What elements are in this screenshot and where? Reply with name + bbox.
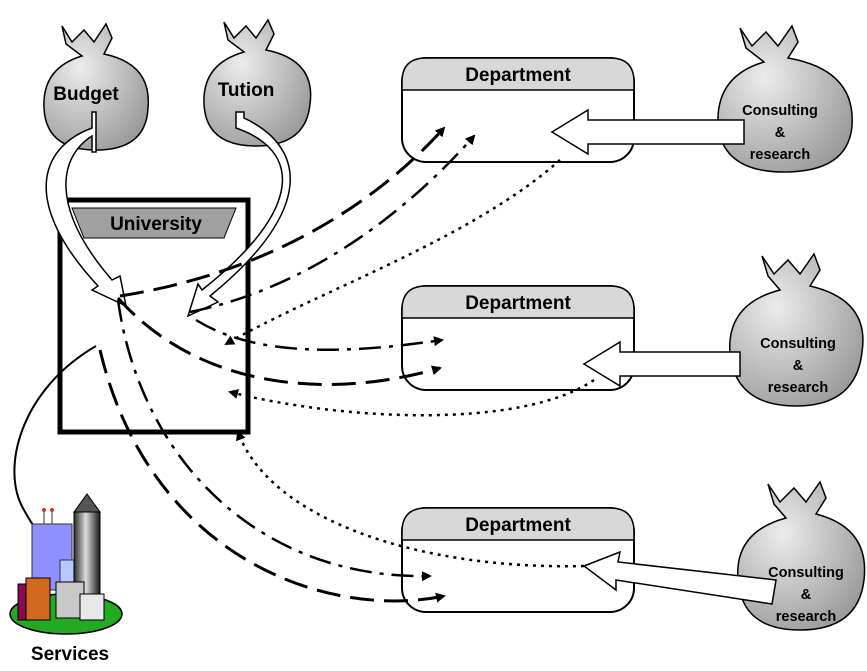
consulting-3-line1: Consulting (768, 565, 844, 581)
budget-bag-shape (43, 22, 150, 151)
university-to-dept2-dashdot (195, 318, 444, 351)
consulting-2-line3: research (768, 380, 828, 396)
university-box: University (57, 197, 251, 435)
department-2-header (401, 285, 635, 319)
consulting-1-line1: Consulting (742, 103, 818, 119)
consulting-bag-2-shape (729, 252, 864, 407)
consulting-to-department-3-arrow (582, 550, 777, 605)
department-1-title: Department (465, 65, 571, 86)
consulting-2-line2: & (793, 358, 804, 374)
consulting-1-line3: research (750, 147, 810, 163)
consulting-3-line2: & (801, 587, 812, 603)
consulting-2-line1: Consulting (760, 336, 836, 352)
services-block-white (79, 593, 105, 621)
services-antenna-2-light (50, 508, 54, 512)
services-antenna-1-light (42, 508, 46, 512)
services-block-orange (25, 577, 51, 621)
budget-label: Budget (53, 84, 119, 105)
university-frame (57, 197, 251, 435)
department-2-title: Department (465, 293, 571, 314)
dept3-to-university-dotted (236, 430, 585, 568)
university-to-dept1-dashdot (189, 134, 476, 314)
department-1: Department (401, 57, 635, 163)
services-block-gray (55, 581, 85, 619)
university-to-dept3-dashdot (116, 299, 432, 582)
consulting-1-line2: & (775, 125, 786, 141)
services-label: Services (31, 644, 109, 665)
consulting-bag-1: Consulting & research (717, 24, 853, 173)
tuition-label: Tution (218, 80, 275, 101)
budget-to-university-arrow (45, 111, 128, 308)
university-to-dept3-dashed (98, 349, 446, 603)
university-title: University (110, 214, 202, 235)
department-3-title: Department (465, 515, 571, 536)
consulting-bag-3-shape (737, 480, 866, 631)
consulting-bag-2: Consulting & research (729, 252, 864, 407)
consulting-to-department-1-arrow (550, 108, 745, 156)
consulting-bag-3: Consulting & research (737, 480, 866, 631)
university-header (71, 207, 237, 239)
services-icon (9, 493, 123, 635)
services-tower-top (73, 493, 101, 513)
department-3: Department (401, 507, 635, 613)
department-3-header (401, 507, 635, 541)
university-to-dept2-dashed (116, 297, 442, 386)
consulting-3-line3: research (776, 609, 836, 625)
department-2: Department (401, 285, 635, 391)
dept1-to-university-dotted (224, 159, 561, 346)
consulting-to-department-2-arrow (582, 340, 741, 388)
department-1-header (401, 57, 635, 91)
budget-bag: Budget (43, 22, 150, 151)
consulting-bag-1-shape (717, 24, 853, 173)
university-to-dept1-dashed (119, 126, 446, 298)
